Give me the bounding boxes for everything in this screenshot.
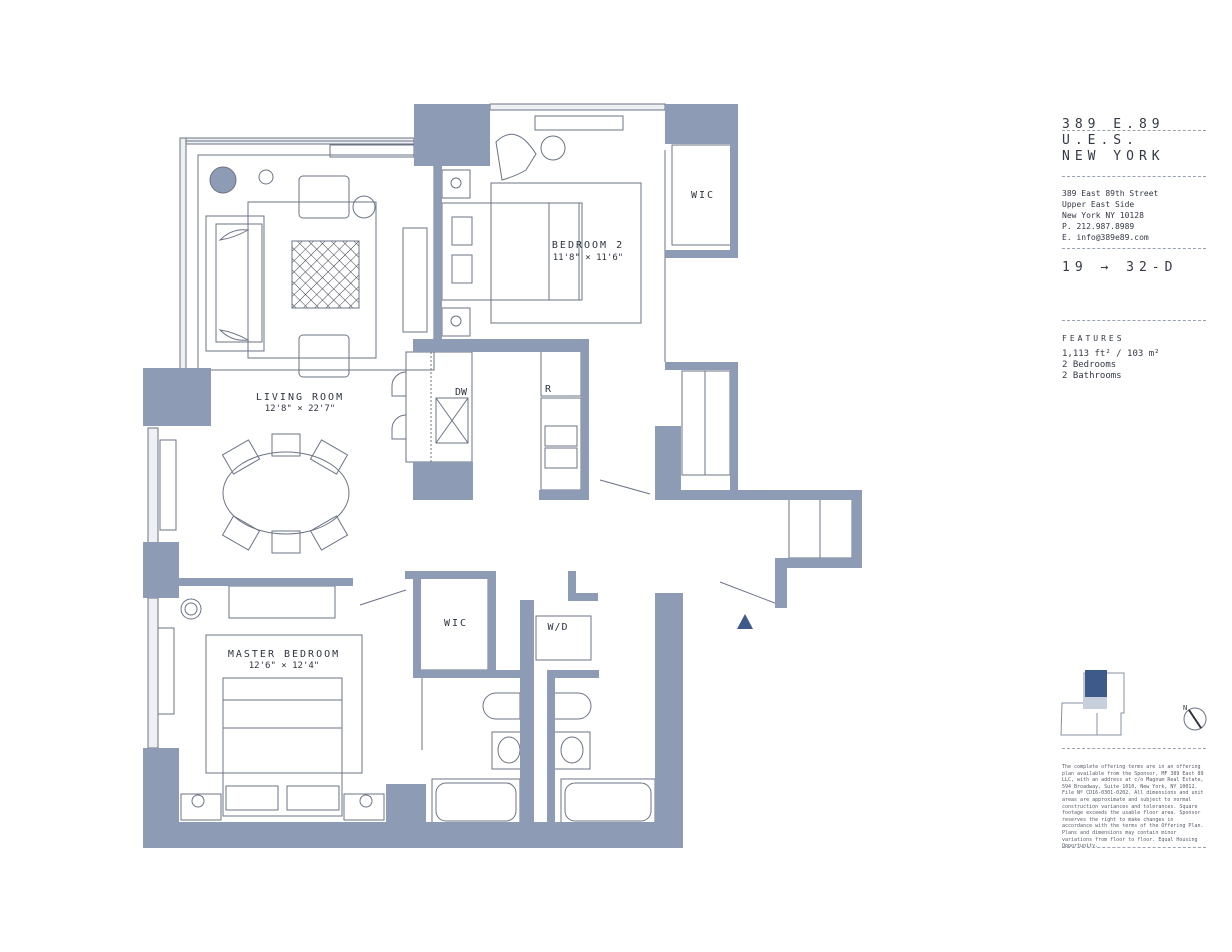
address-phone: P. 212.987.8989 [1062, 222, 1135, 231]
address-street: 389 East 89th Street [1062, 189, 1159, 198]
divider [1062, 248, 1206, 249]
unit-label: 19 → 32-D [1062, 260, 1178, 275]
title-line-3: NEW YORK [1062, 149, 1165, 164]
feature-bedrooms: 2 Bedrooms [1062, 360, 1117, 370]
north-arrow-icon: N [1183, 704, 1207, 731]
title-line-1: 389 E.89 [1062, 117, 1165, 132]
divider [1062, 748, 1206, 749]
feature-area: 1,113 ft² / 103 m² [1062, 349, 1160, 359]
living-room-label: LIVING ROOM [256, 392, 344, 403]
divider [1062, 320, 1206, 321]
features-block: FEATURES 1,113 ft² / 103 m² 2 Bedrooms 2… [1062, 334, 1206, 382]
address-neighborhood: Upper East Side [1062, 200, 1135, 209]
refrigerator-label: R [545, 384, 552, 395]
master-bedroom-dims: 12'6" × 12'4" [249, 661, 319, 671]
key-plan [1060, 670, 1125, 736]
dishwasher-label: DW [455, 387, 468, 398]
divider [1062, 130, 1206, 131]
coffee-table [291, 240, 360, 309]
window-living-left [179, 137, 187, 371]
wic-bedroom2-label: WIC [691, 190, 715, 201]
master-bedroom-label: MASTER BEDROOM [228, 649, 340, 660]
address-email: E. info@389e89.com [1062, 233, 1149, 242]
divider [1062, 176, 1206, 177]
bathroom-1 [431, 692, 531, 826]
building-title: 389 E.89 U.E.S. NEW YORK [1062, 117, 1206, 165]
north-label: N [1183, 704, 1187, 712]
legal-disclaimer: The complete offering terms are in an of… [1062, 764, 1204, 850]
feature-bathrooms: 2 Bathrooms [1062, 371, 1122, 381]
entry-marker-icon [737, 614, 753, 629]
address-city: New York NY 10128 [1062, 211, 1144, 220]
window-living-top [179, 137, 415, 145]
dining-table [221, 433, 350, 554]
walls [143, 104, 862, 848]
address-block: 389 East 89th Street Upper East Side New… [1062, 188, 1206, 243]
bedroom2-label: BEDROOM 2 [552, 240, 624, 251]
wic-master-label: WIC [444, 618, 468, 629]
divider [1062, 847, 1206, 848]
features-heading: FEATURES [1062, 334, 1125, 343]
title-line-2: U.E.S. [1062, 133, 1139, 148]
living-room-dims: 12'8" × 22'7" [265, 404, 335, 414]
sofa [205, 215, 265, 352]
bathroom-2 [551, 692, 656, 826]
master-bed [157, 585, 385, 821]
bedroom2-bed [441, 115, 642, 337]
laundry-label: W/D [547, 622, 568, 633]
bedroom2-dims: 11'8" × 11'6" [553, 253, 623, 263]
